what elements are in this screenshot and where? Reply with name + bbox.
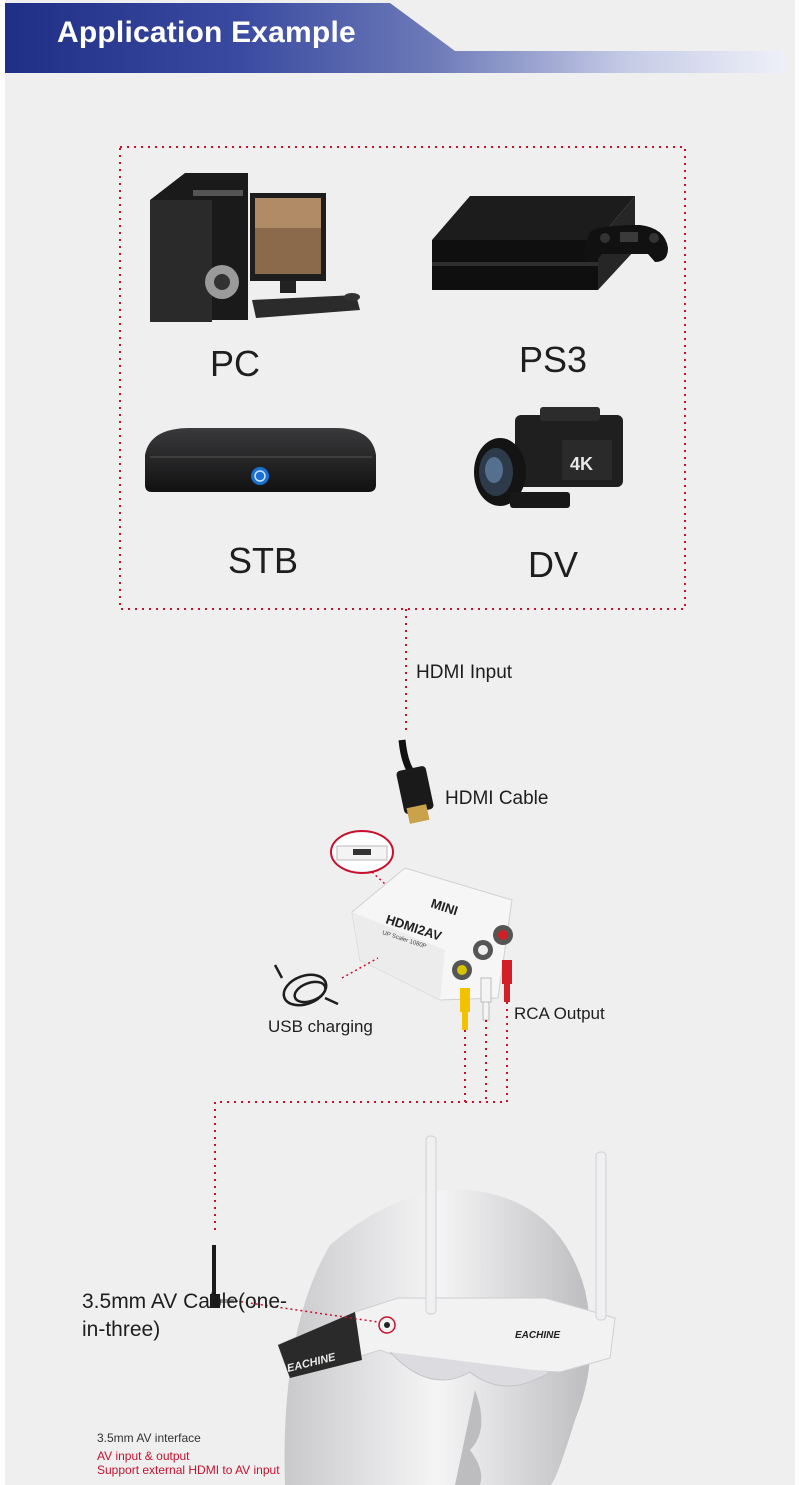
usb-charging-label: USB charging	[268, 1017, 373, 1036]
usb-charging-line	[341, 957, 379, 979]
av-cable-label: 3.5mm AV Cable(one-in-three)	[82, 1290, 288, 1341]
av-cable-plug-icon	[210, 1245, 379, 1323]
device-label-ps3: PS3	[519, 339, 588, 380]
av-note-line2: Support external HDMI to AV input	[97, 1463, 280, 1477]
device-label-dv: DV	[528, 544, 579, 585]
goggles-brand-right: EACHINE	[515, 1330, 560, 1341]
source-devices-frame	[119, 146, 686, 610]
interface-note: 3.5mm AV interface	[97, 1431, 201, 1445]
device-label-pc: PC	[210, 343, 261, 384]
rca-output-label: RCA Output	[514, 1004, 605, 1023]
page-title: Application Example	[57, 16, 356, 49]
desktop-pc-icon	[150, 173, 360, 322]
video-camera-icon: 4K	[474, 407, 623, 508]
game-console-icon	[432, 196, 668, 290]
device-label-stb: STB	[228, 540, 299, 581]
hdmi-cable-icon	[396, 739, 434, 824]
converter-box: MINI HDMI2AV UP Scaler 1080P	[351, 867, 513, 1001]
set-top-box-icon	[145, 428, 376, 492]
svg-text:4K: 4K	[570, 454, 593, 474]
hdmi-input-label: HDMI Input	[416, 662, 513, 683]
av-cable-path	[214, 1002, 508, 1230]
fpv-goggles: EACHINE EACHINE	[277, 1135, 616, 1387]
usb-cable-icon	[273, 964, 339, 1007]
av-note-line1: AV input & output	[97, 1449, 190, 1463]
hdmi-cable-label: HDMI Cable	[445, 788, 549, 809]
